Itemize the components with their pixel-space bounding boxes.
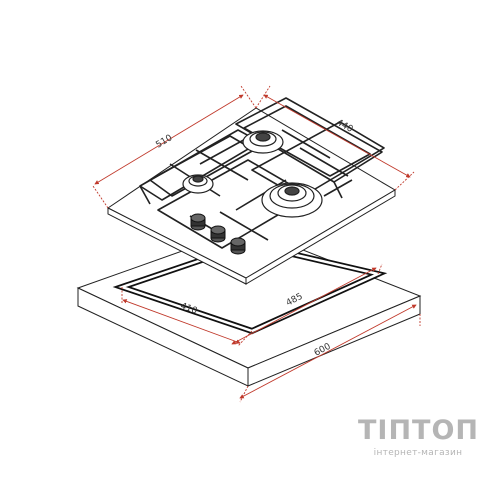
watermark-logo: ТІПТОП xyxy=(358,415,480,446)
watermark: ТІПТОП інтернет-магазин xyxy=(358,415,480,459)
dimension-600 xyxy=(239,304,421,403)
control-knobs xyxy=(190,213,246,255)
dimension-410 xyxy=(121,287,253,347)
burner-rear xyxy=(242,130,284,154)
label-440: 440 xyxy=(335,118,355,135)
burner-wok xyxy=(261,182,323,218)
dimension-440 xyxy=(255,85,415,191)
watermark-tagline: інтернет-магазин xyxy=(373,448,463,458)
knob-2 xyxy=(210,225,226,243)
dimension-510 xyxy=(92,85,257,209)
burner-left xyxy=(182,174,214,194)
label-510: 510 xyxy=(154,133,174,151)
knob-3 xyxy=(230,237,246,255)
knob-1 xyxy=(190,213,206,231)
